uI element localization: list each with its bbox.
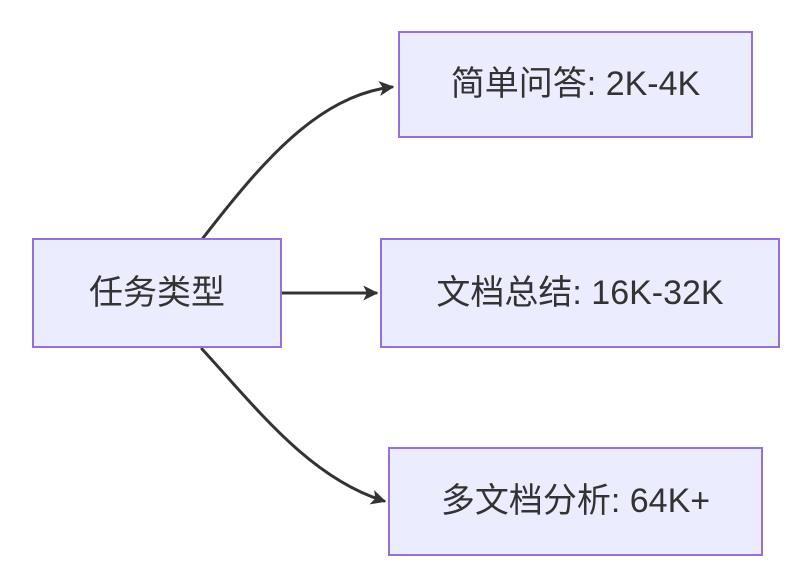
node-doc-summary-label: 文档总结: 16K-32K	[436, 273, 724, 312]
node-task-type-label: 任务类型	[89, 273, 225, 312]
edge-root-to-branch3	[200, 347, 387, 505]
node-multi-doc-analysis-label: 多文档分析: 64K+	[440, 482, 711, 521]
edge-root-to-branch1	[201, 81, 395, 240]
node-simple-qa-label: 简单问答: 2K-4K	[450, 65, 701, 104]
node-multi-doc-analysis: 多文档分析: 64K+	[388, 447, 763, 556]
node-simple-qa: 简单问答: 2K-4K	[398, 31, 753, 138]
node-task-type: 任务类型	[32, 238, 282, 348]
node-doc-summary: 文档总结: 16K-32K	[380, 238, 780, 348]
